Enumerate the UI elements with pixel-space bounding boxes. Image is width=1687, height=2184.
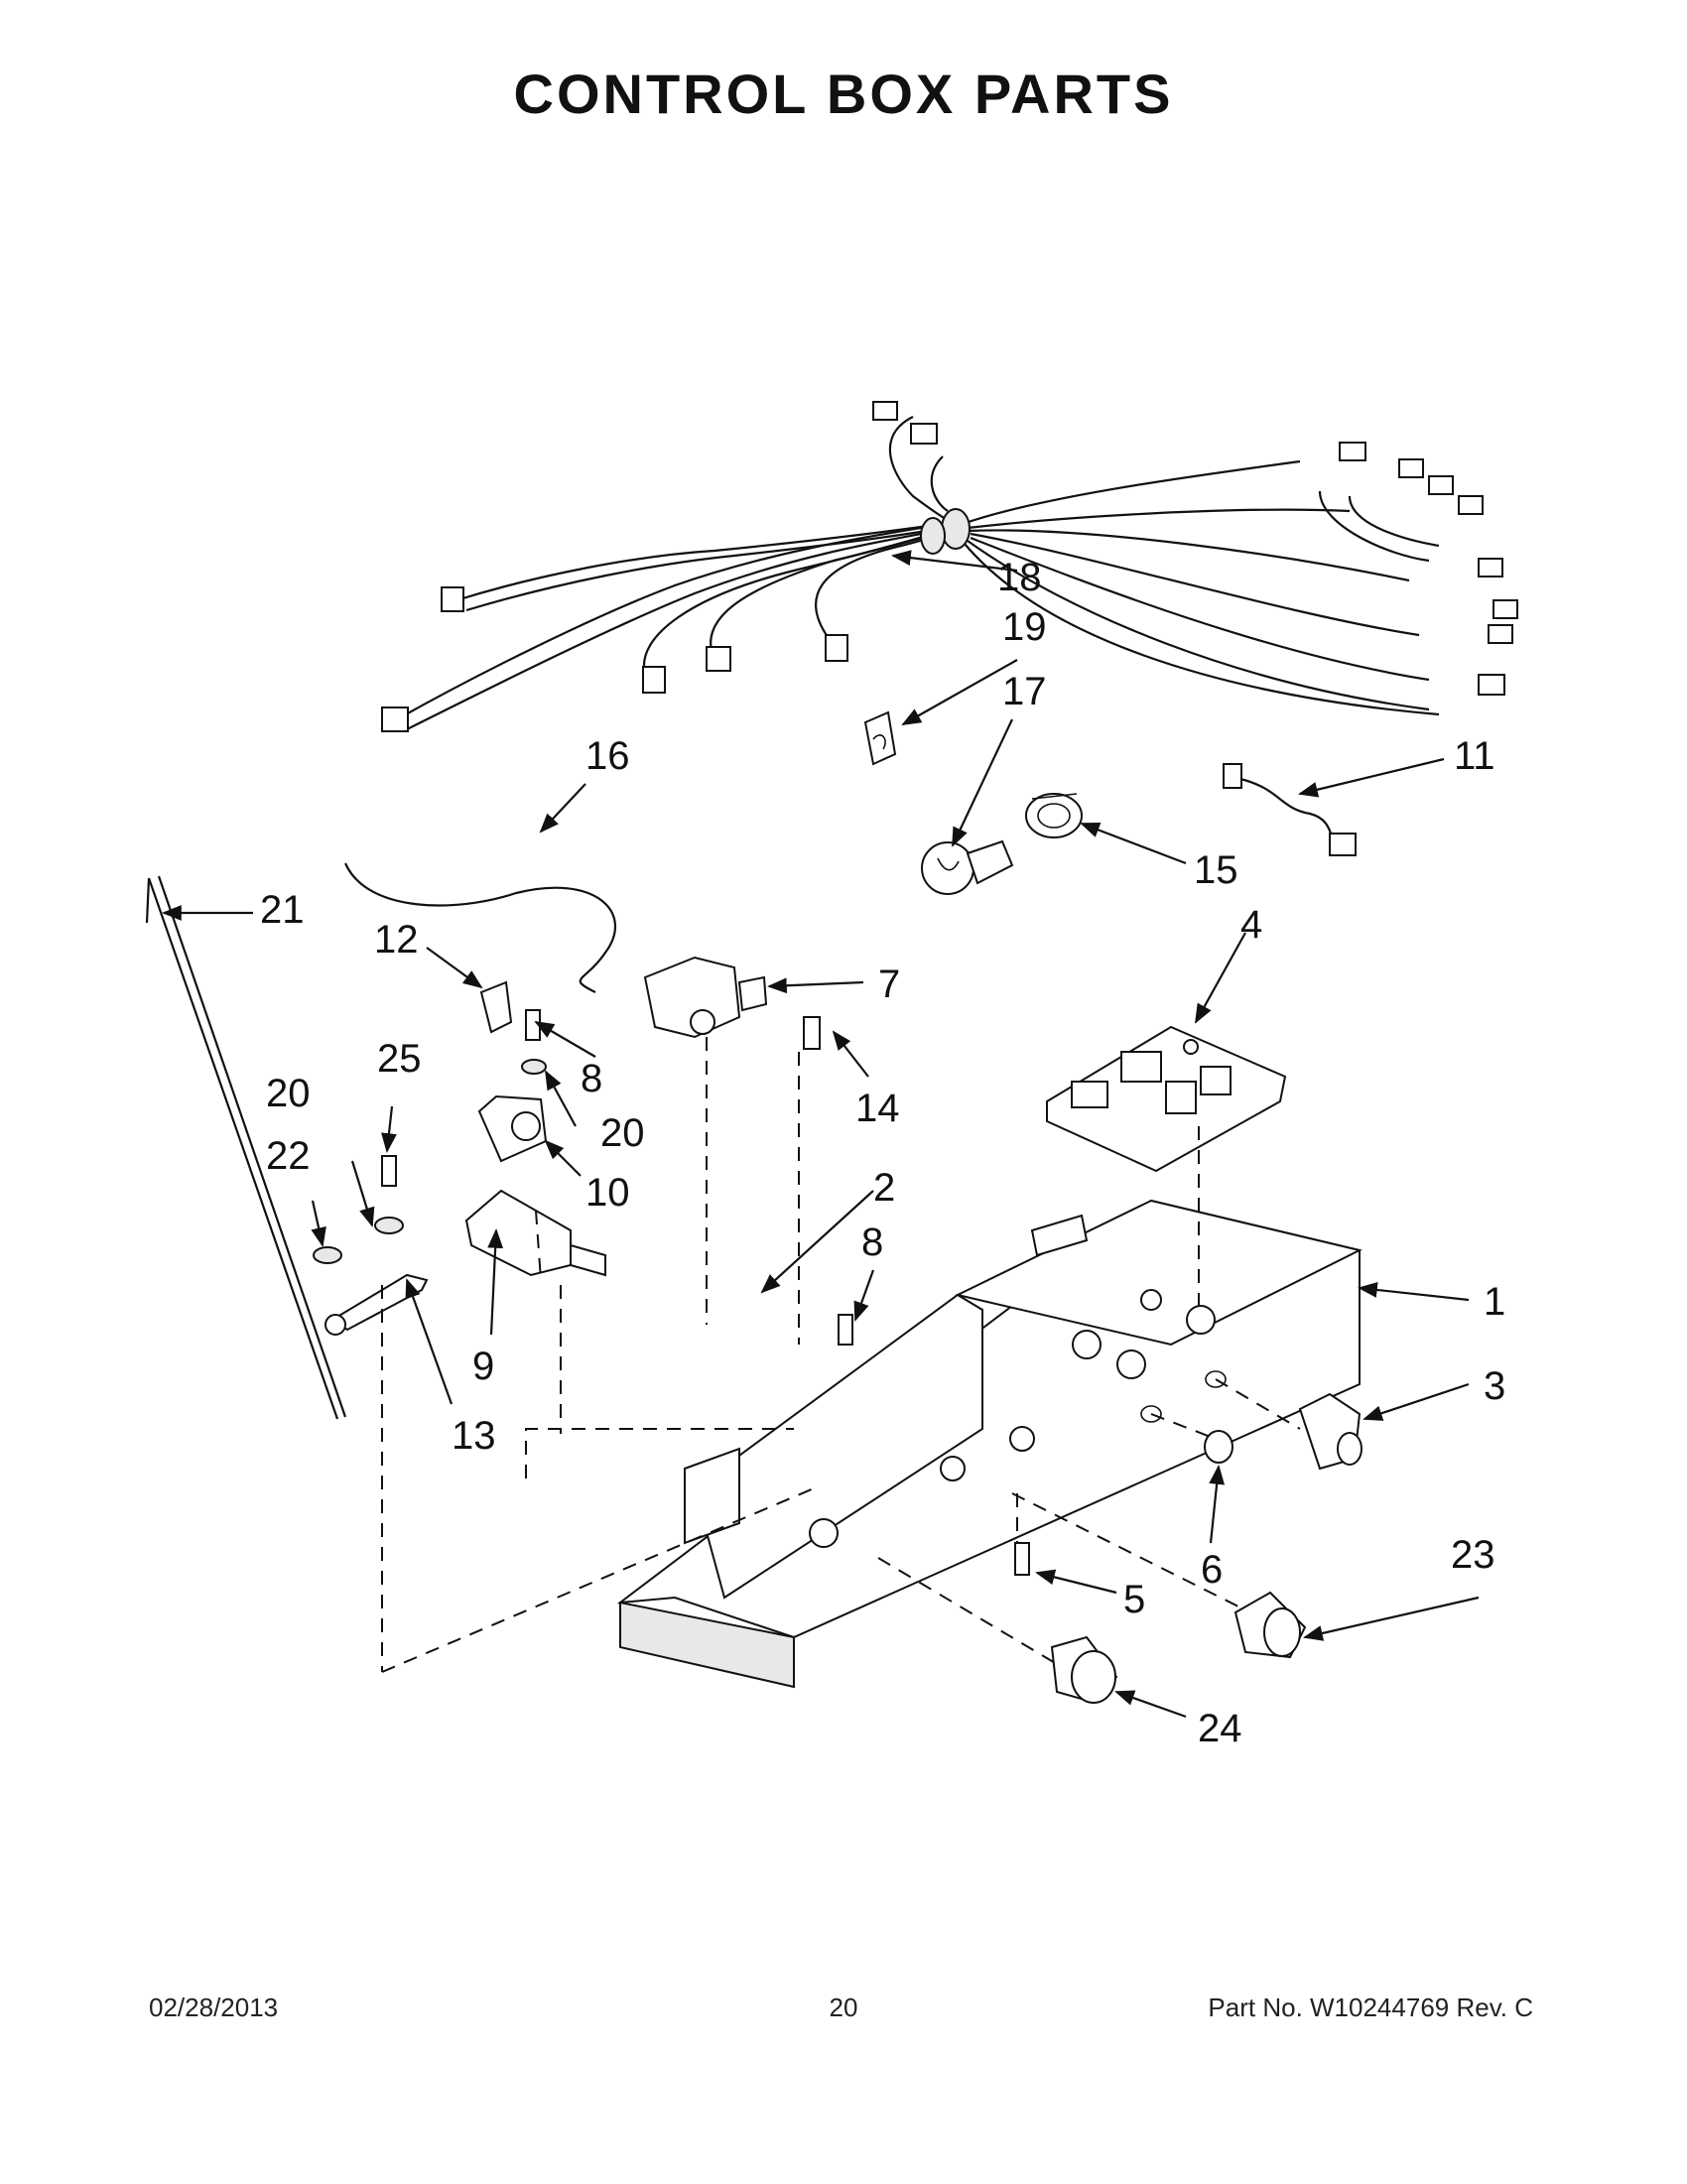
callout-4: 4: [1240, 903, 1262, 947]
callout-7: 7: [878, 963, 900, 1006]
callout-10: 10: [585, 1171, 630, 1215]
callout-18: 18: [997, 556, 1042, 599]
actuator-arm: [324, 1273, 429, 1336]
callout-19: 19: [1002, 605, 1047, 649]
control-board: [1046, 1025, 1287, 1173]
callout-9: 9: [472, 1345, 494, 1388]
callout-24: 24: [1198, 1707, 1242, 1750]
callout-6: 6: [1201, 1548, 1223, 1592]
callout-12: 12: [374, 918, 419, 962]
callout-3: 3: [1484, 1364, 1505, 1408]
callout-25: 25: [377, 1037, 422, 1081]
callout-20-right: 20: [600, 1111, 645, 1155]
callout-21: 21: [260, 888, 305, 932]
callout-13: 13: [452, 1414, 496, 1458]
light-lens-left: [1050, 1635, 1118, 1704]
assembly-lines: [381, 1037, 1301, 1673]
callout-8-lower: 8: [861, 1220, 883, 1264]
thermostat: [643, 956, 768, 1039]
callout-8-upper: 8: [581, 1057, 602, 1100]
door-switch: [1298, 1392, 1363, 1471]
light-lens-right: [1233, 1591, 1307, 1659]
callout-20-left: 20: [266, 1072, 311, 1115]
callout-16: 16: [585, 734, 630, 778]
callout-17: 17: [1002, 670, 1047, 713]
light-shield: [863, 710, 897, 766]
leader-arrows: [162, 550, 1480, 1719]
footer-date: 02/28/2013: [149, 1992, 279, 2022]
callout-15: 15: [1194, 848, 1238, 892]
callout-23: 23: [1451, 1533, 1495, 1577]
light-socket: [1025, 793, 1083, 838]
callout-2: 2: [873, 1166, 895, 1210]
callout-14: 14: [855, 1087, 900, 1130]
dispenser-lever: [464, 1189, 606, 1277]
callout-labels: 1 2 3 4 5 6 7 8 8 9 10 11 12 13 14 15 16…: [260, 556, 1505, 1750]
screws-and-washers: [313, 1009, 1030, 1576]
control-box-housing: [616, 1199, 1363, 1689]
callout-11: 11: [1454, 734, 1495, 778]
push-button: [1204, 1430, 1233, 1464]
jumper-wire: [1223, 763, 1357, 856]
callout-5: 5: [1123, 1578, 1145, 1621]
footer-page-number: 20: [829, 1992, 858, 2022]
actuator-rod: [145, 875, 347, 1420]
light-switch-bracket: [477, 980, 548, 1163]
light-bulb: [921, 839, 1014, 895]
page-title: CONTROL BOX PARTS: [513, 63, 1174, 125]
drain-tube: [343, 842, 617, 993]
callout-1: 1: [1484, 1280, 1505, 1324]
footer-part-number: Part No. W10244769 Rev. C: [1208, 1992, 1533, 2022]
wire-harness: [381, 401, 1518, 732]
callout-22: 22: [266, 1134, 311, 1178]
